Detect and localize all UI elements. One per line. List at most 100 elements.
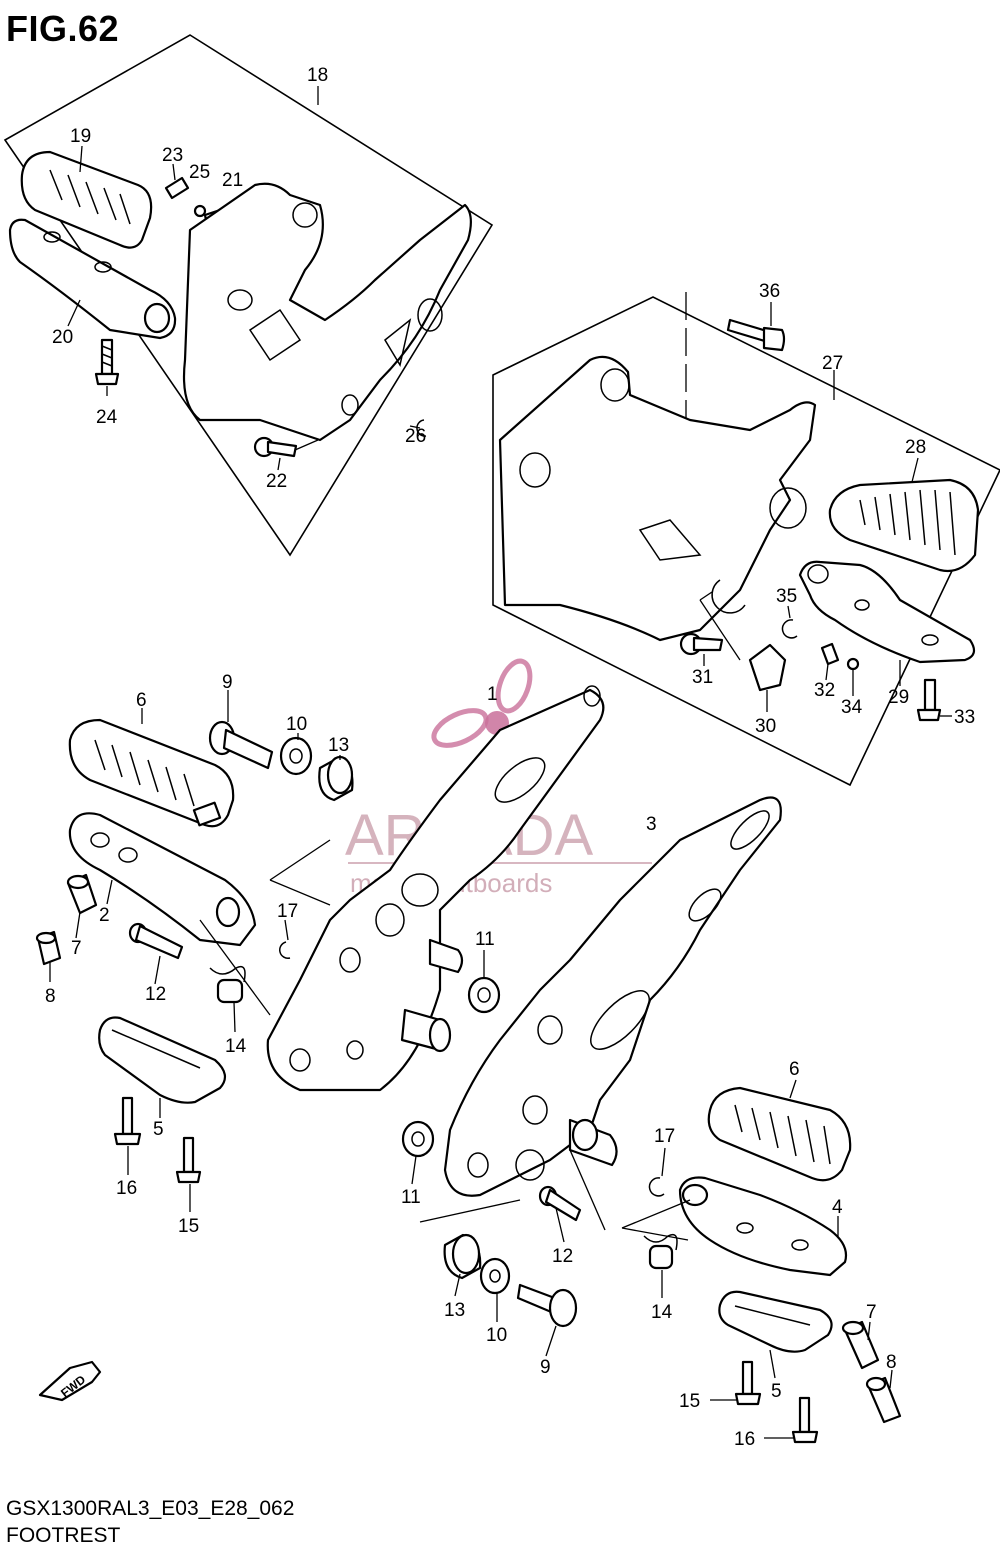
callout-8-left: 8 — [45, 986, 56, 1007]
bolt-15-left — [175, 1136, 202, 1184]
bushing-13-left — [318, 755, 354, 802]
bracket-1 — [266, 685, 605, 1092]
callout-5-right: 5 — [771, 1381, 782, 1402]
callout-32: 32 — [814, 680, 835, 701]
bolt-36 — [726, 318, 786, 352]
callout-17-right: 17 — [654, 1126, 675, 1147]
stopper-8-right — [865, 1376, 902, 1424]
callout-26: 26 — [405, 426, 426, 447]
callout-36: 36 — [759, 281, 780, 302]
callout-3: 3 — [646, 814, 657, 835]
callout-1: 1 — [487, 684, 498, 705]
callout-11-left: 11 — [475, 929, 495, 950]
e-clip-26 — [416, 419, 427, 437]
callout-15-right: 15 — [679, 1391, 700, 1412]
callout-16-right: 16 — [734, 1429, 755, 1450]
callout-34: 34 — [841, 697, 863, 718]
callout-6-right: 6 — [789, 1059, 800, 1080]
bracket-18 — [182, 182, 472, 442]
bolt-9-left — [208, 720, 274, 770]
bolt-15-right — [734, 1360, 762, 1406]
callout-35: 35 — [776, 586, 797, 607]
washer-10-right — [479, 1257, 511, 1295]
bushing-13-right — [443, 1233, 482, 1280]
callout-4: 4 — [832, 1197, 843, 1218]
figure-title: FIG.62 — [6, 8, 120, 49]
spring-14-right — [643, 1233, 678, 1270]
left-footrest-assembly — [35, 685, 605, 1212]
callout-21: 21 — [222, 170, 243, 191]
stopper-bolt-7-left — [66, 873, 98, 915]
footpeg-20 — [8, 218, 177, 340]
footpeg-2 — [68, 812, 257, 947]
screw-32 — [820, 642, 840, 666]
callout-16-left: 16 — [116, 1178, 137, 1199]
callout-12-left: 12 — [145, 984, 166, 1005]
callout-labels: 18 19 23 25 21 20 24 22 26 36 27 28 35 3… — [45, 65, 975, 1450]
bolt-33 — [916, 678, 942, 722]
callout-9-left: 9 — [222, 672, 233, 693]
footpeg-rubber-19 — [20, 150, 153, 249]
callout-14-right: 14 — [651, 1302, 673, 1323]
callout-9-right: 9 — [540, 1357, 551, 1378]
washer-25 — [193, 204, 207, 218]
callout-24: 24 — [96, 407, 118, 428]
right-footrest-assembly — [401, 796, 902, 1444]
pin-12-right — [538, 1185, 582, 1222]
e-clip-35 — [781, 619, 798, 639]
callout-13-left: 13 — [328, 735, 349, 756]
callout-10-right: 10 — [486, 1325, 507, 1346]
callout-6-left: 6 — [136, 690, 147, 711]
callout-15-left: 15 — [178, 1216, 199, 1237]
pin-12-left — [128, 922, 184, 960]
spring-14-left — [209, 965, 246, 1004]
figure-code: GSX1300RAL3_E03_E28_062 — [6, 1497, 295, 1520]
e-clip-17-right — [648, 1177, 665, 1197]
washer-34 — [846, 657, 860, 671]
footpeg-rubber-28 — [828, 478, 980, 573]
footpeg-rubber-6-right — [707, 1086, 852, 1182]
washer-11-left — [467, 976, 501, 1014]
callout-23: 23 — [162, 145, 183, 166]
callout-33: 33 — [954, 707, 975, 728]
callout-7-right: 7 — [866, 1302, 877, 1323]
callout-14-left: 14 — [225, 1036, 247, 1057]
stopper-bolt-7-right — [841, 1320, 880, 1370]
callout-11-right: 11 — [401, 1187, 421, 1208]
bracket-3 — [443, 796, 782, 1197]
e-clip-17-left — [279, 941, 291, 959]
bolt-24 — [94, 338, 120, 386]
washer-10-left — [279, 736, 313, 776]
callout-22: 22 — [266, 471, 287, 492]
callout-13-right: 13 — [444, 1300, 465, 1321]
bracket-27 — [498, 355, 817, 642]
callout-7-left: 7 — [71, 938, 82, 959]
callout-31: 31 — [692, 667, 713, 688]
callout-25: 25 — [189, 162, 210, 183]
screw-23 — [164, 176, 190, 200]
bolt-16-left — [113, 1096, 142, 1146]
footpeg-4 — [678, 1176, 848, 1277]
pin-22 — [253, 436, 298, 458]
fwd-arrow-icon: FWD — [38, 1360, 102, 1402]
callout-5-left: 5 — [153, 1119, 164, 1140]
footpeg-rubber-6-left — [68, 718, 235, 828]
washer-11-right — [401, 1120, 435, 1158]
heel-pad-5-left — [98, 1016, 227, 1104]
callout-8-right: 8 — [886, 1352, 897, 1373]
callout-17-left: 17 — [277, 901, 298, 922]
callout-28: 28 — [905, 437, 926, 458]
pin-31 — [679, 632, 724, 656]
callout-12-right: 12 — [552, 1246, 573, 1267]
plate-30 — [748, 643, 787, 692]
callout-27: 27 — [822, 353, 843, 374]
stopper-8-left — [35, 930, 62, 966]
heel-pad-5-right — [718, 1290, 833, 1353]
kit-box-27 — [492, 292, 1000, 787]
callout-18: 18 — [307, 65, 328, 86]
callout-29: 29 — [888, 687, 909, 708]
callout-10-left: 10 — [286, 714, 307, 735]
bolt-16-right — [791, 1396, 819, 1444]
callout-2: 2 — [99, 905, 110, 926]
